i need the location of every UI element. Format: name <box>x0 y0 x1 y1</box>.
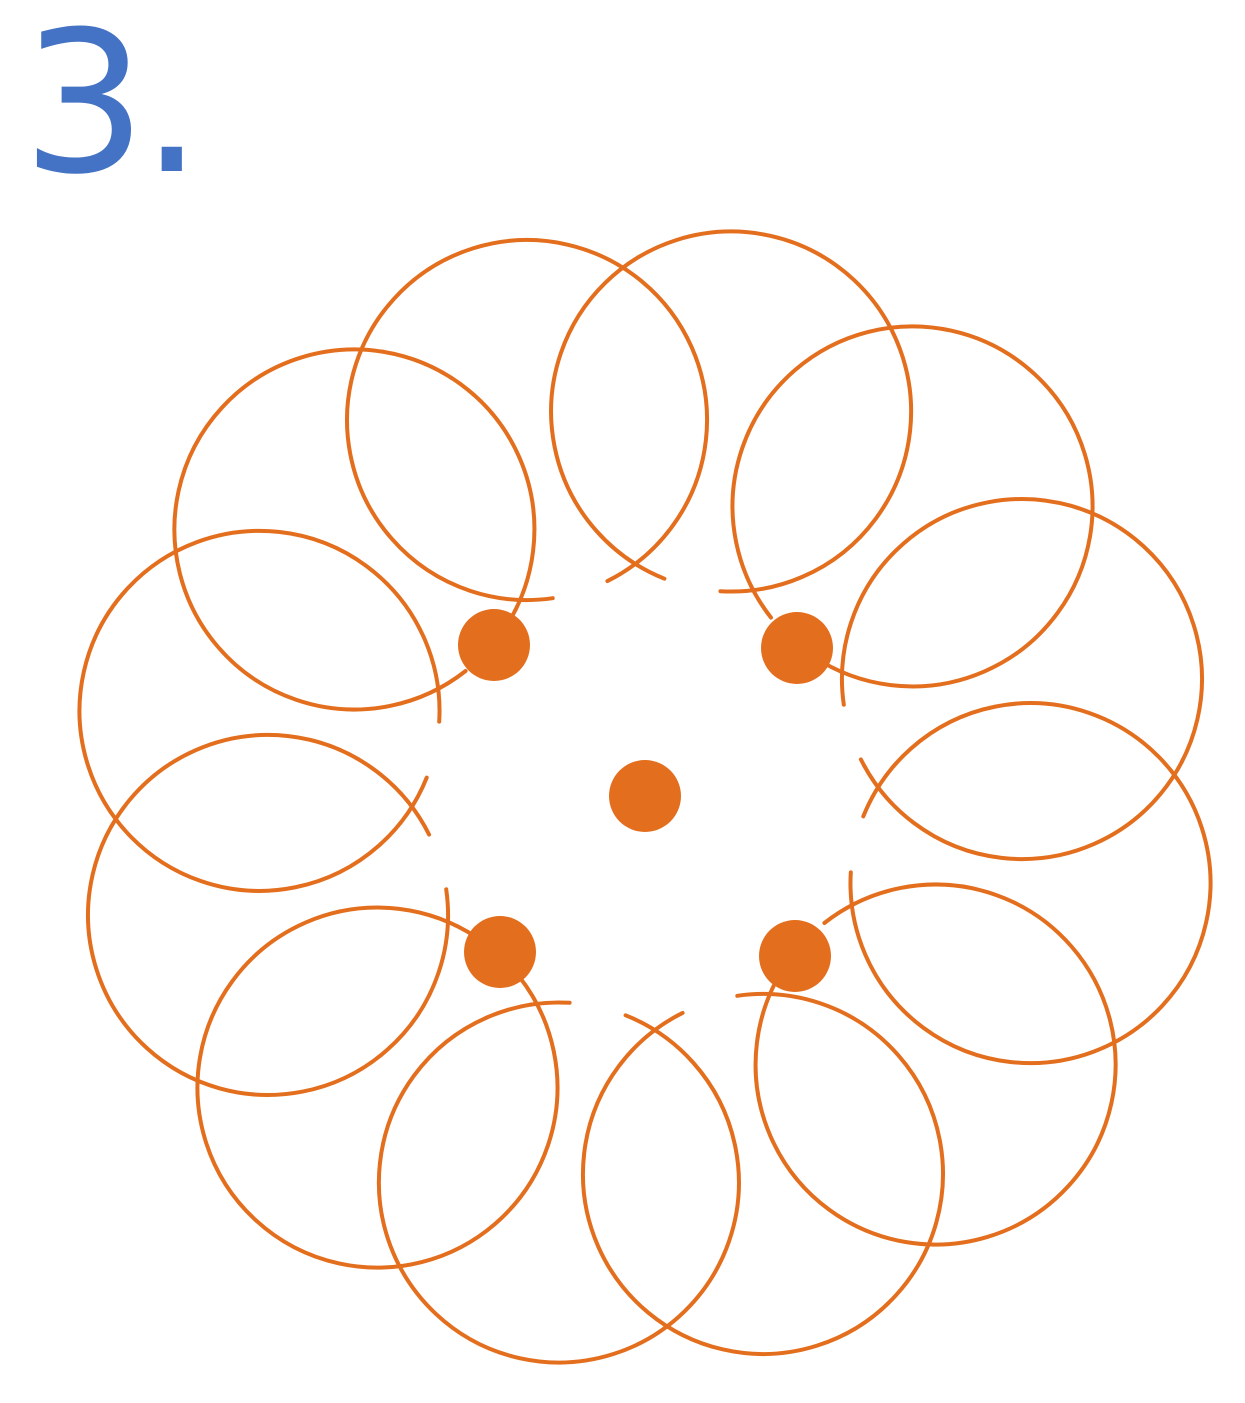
rosette-loop <box>583 994 943 1354</box>
center-dot <box>464 916 536 988</box>
rosette-loop <box>88 735 448 1095</box>
center-dot <box>759 920 831 992</box>
rosette-loop <box>551 232 911 592</box>
rosette-loop <box>347 240 707 600</box>
center-dot <box>761 612 833 684</box>
rosette-loop <box>379 1002 739 1362</box>
rosette-dots <box>458 609 833 992</box>
rosette-loop <box>80 531 440 891</box>
center-dot <box>458 609 530 681</box>
rosette-loop <box>850 703 1210 1063</box>
center-dot <box>609 760 681 832</box>
rosette-loop <box>842 499 1202 859</box>
